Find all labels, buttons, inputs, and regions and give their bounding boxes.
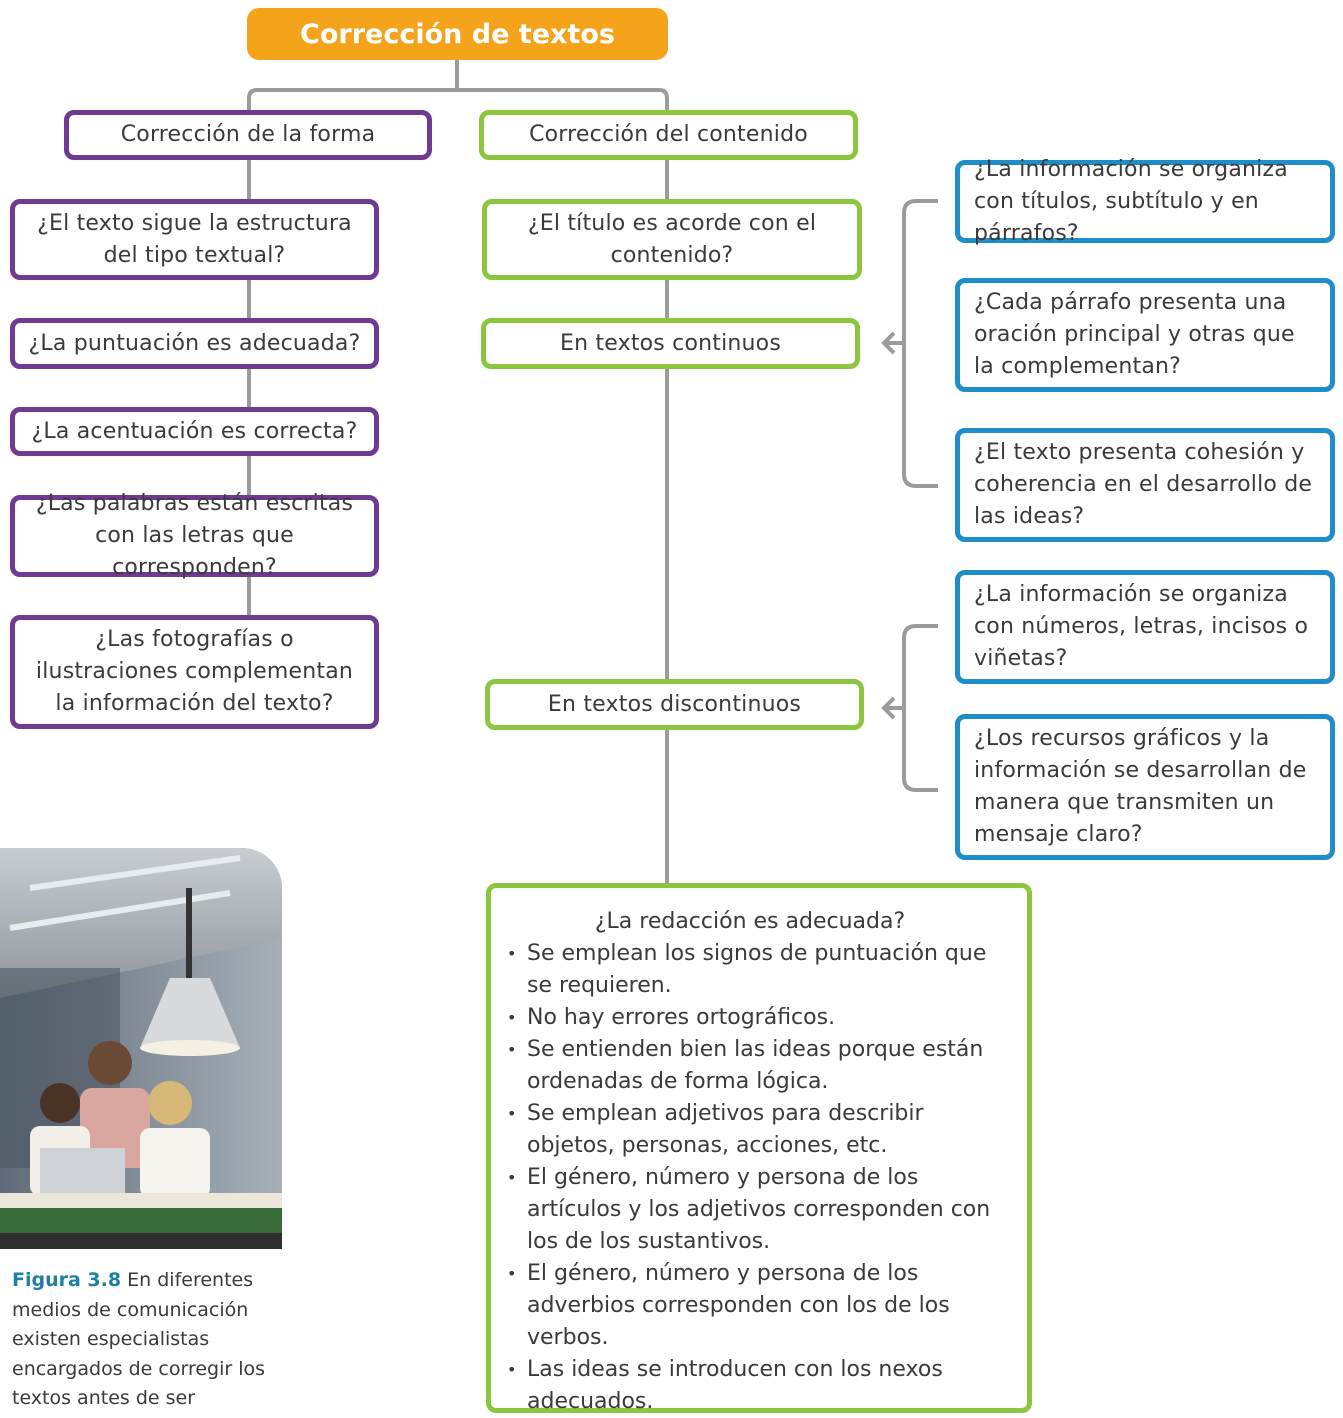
discontinuous-question-organization: ¿La información se organiza con números,…: [955, 570, 1335, 684]
writing-item: El género, número y persona de los adver…: [503, 1258, 997, 1354]
form-question-spelling: ¿Las palabras están escritas con las let…: [10, 491, 379, 580]
writing-check-box: ¿La redacción es adecuada? Se emplean lo…: [486, 883, 1032, 1414]
form-question-punctuation: ¿La puntuación es adecuada?: [10, 318, 379, 369]
content-question-title: ¿El título es acorde con el contenido?: [482, 199, 862, 280]
form-question-accentuation: ¿La acentuación es correcta?: [10, 407, 379, 456]
office-photo: [0, 848, 282, 1249]
diagram-title: Corrección de textos: [247, 8, 668, 60]
writing-question: ¿La redacción es adecuada?: [594, 909, 906, 934]
content-header: Corrección del contenido: [479, 110, 858, 160]
writing-item: El género, número y persona de los artíc…: [503, 1162, 997, 1258]
figure-label: Figura 3.8: [12, 1269, 122, 1291]
continuous-question-organization: ¿La información se organiza con títulos,…: [955, 157, 1335, 246]
writing-item: Se emplean adjetivos para describir obje…: [503, 1098, 997, 1162]
writing-item: Se entienden bien las ideas porque están…: [503, 1034, 997, 1098]
writing-item: No hay errores ortográficos.: [503, 1002, 997, 1034]
figure-caption: Figura 3.8 En diferentes medios de comun…: [12, 1266, 282, 1414]
continuous-question-paragraph: ¿Cada párrafo presenta una oración princ…: [955, 278, 1335, 392]
discontinuous-question-graphics: ¿Los recursos gráficos y la información …: [955, 714, 1335, 860]
form-header: Corrección de la forma: [64, 110, 432, 160]
figure-caption-text: En diferentes medios de comunicación exi…: [12, 1269, 266, 1409]
form-question-structure: ¿El texto sigue la estructura del tipo t…: [10, 199, 379, 280]
continuous-texts-box: En textos continuos: [481, 318, 860, 369]
writing-item: Las ideas se introducen con los nexos ad…: [503, 1354, 997, 1418]
writing-item: Se emplean los signos de puntuación que …: [503, 938, 997, 1002]
discontinuous-texts-box: En textos discontinuos: [485, 679, 864, 730]
form-question-images: ¿Las fotografías o ilustraciones complem…: [10, 615, 379, 729]
writing-checklist: Se emplean los signos de puntuación que …: [503, 938, 997, 1418]
continuous-question-cohesion: ¿El texto presenta cohesión y coherencia…: [955, 428, 1335, 542]
